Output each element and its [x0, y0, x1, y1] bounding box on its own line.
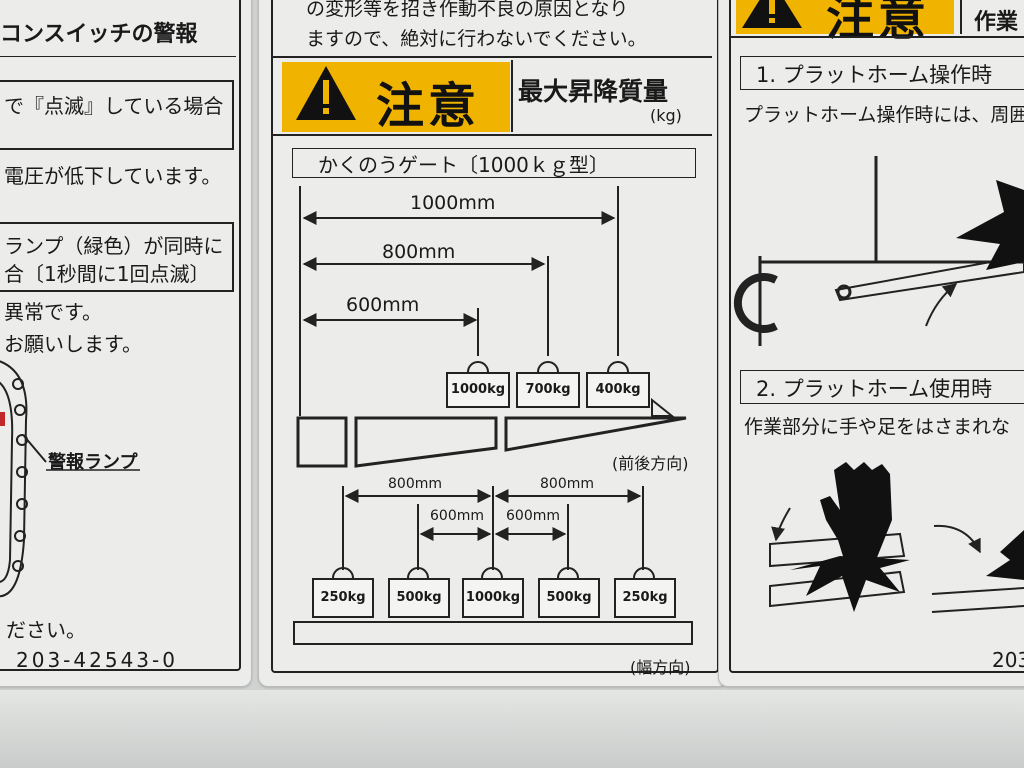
width-weight-500kg-right: 500kg: [538, 578, 600, 618]
center-header-divider: [511, 60, 513, 132]
right-warning-title: 注意: [826, 0, 931, 46]
right-label-border: [729, 0, 1024, 673]
background-surface: [0, 690, 1024, 768]
width-weight-250kg-left: 250kg: [312, 578, 374, 618]
right-header-text: 作業: [974, 10, 1019, 35]
lamp-red-dot: [0, 412, 5, 426]
width-diagram: [293, 486, 693, 645]
left-label-panel: [0, 0, 252, 687]
fore-aft-distance-600: 600mm: [346, 294, 420, 316]
gate-title: かくのうゲート〔1000ｋｇ型〕: [318, 153, 609, 177]
center-warning-title: 注意: [376, 78, 481, 134]
center-top-line-2: ますので、絶対に行わないでください。: [306, 28, 647, 50]
section2-text: 作業部分に手や足をはさまれな: [744, 416, 1011, 438]
width-distance-right-800: 800mm: [540, 476, 594, 492]
warning-lamp-label: 警報ランプ: [48, 452, 138, 473]
section1-title: 1. プラットホーム操作時: [756, 63, 993, 87]
left-line-5: 異常です。: [4, 300, 102, 324]
left-line-6: お願いします。: [4, 332, 142, 356]
section2-title-box: [740, 370, 1024, 404]
fore-aft-diagram: [296, 186, 687, 468]
fore-aft-direction-label: (前後方向): [612, 454, 689, 473]
center-warning-triangle-icon: [296, 66, 356, 120]
gate-title-box: [292, 148, 696, 178]
right-part-code: 203: [992, 648, 1024, 672]
left-line-3: ランプ（緑色）が同時に: [4, 234, 224, 258]
section2-title: 2. プラットホーム使用時: [756, 377, 993, 401]
width-distance-left-600: 600mm: [430, 508, 484, 524]
width-distance-left-800: 800mm: [388, 476, 442, 492]
impact-burst-icon: [956, 180, 1024, 270]
max-lift-mass-unit: (kg): [650, 106, 682, 125]
warning-lamp-illustration: [0, 360, 140, 598]
center-top-line-1: の変形等を招き作動不良の原因となり: [306, 0, 629, 20]
left-label-border: [0, 0, 241, 671]
fore-aft-weight-1000kg: 1000kg: [446, 372, 510, 408]
fore-aft-weight-700kg: 700kg: [516, 372, 580, 408]
pinch-burst-icon-right: [986, 530, 1024, 580]
width-weight-1000kg: 1000kg: [462, 578, 524, 618]
right-header-divider: [960, 0, 962, 34]
fore-aft-weight-400kg: 400kg: [586, 372, 650, 408]
left-heading: コンスイッチの警報: [0, 22, 198, 47]
left-heading-rule: [0, 56, 236, 57]
center-header-bottom-rule: [272, 134, 712, 136]
pinch-burst-icon: [790, 556, 910, 612]
width-direction-label: (幅方向): [630, 658, 691, 677]
max-lift-mass-label: 最大昇降質量: [518, 77, 669, 106]
hand-icon: [820, 462, 892, 566]
left-notice-box-1: [0, 80, 234, 150]
right-header-rule: [730, 36, 1024, 38]
fore-aft-distance-1000: 1000mm: [410, 192, 496, 214]
platform-operation-illustration: [733, 156, 1024, 346]
width-weight-250kg-right: 250kg: [614, 578, 676, 618]
left-line-2: 電圧が低下しています。: [4, 164, 222, 188]
left-line-4: 合〔1秒間に1回点滅〕: [4, 262, 210, 286]
section1-text: プラットホーム操作時には、周囲: [744, 104, 1024, 126]
width-weight-500kg-left: 500kg: [388, 578, 450, 618]
width-distance-right-600: 600mm: [506, 508, 560, 524]
left-part-code: 203-42543-0: [16, 648, 178, 672]
left-footer-text: ださい。: [6, 618, 86, 642]
left-notice-box-2: [0, 222, 234, 292]
right-warning-triangle-icon: [742, 0, 802, 28]
center-top-rule: [272, 56, 712, 58]
left-line-1: で『点滅』している場合: [4, 94, 224, 118]
section1-title-box: [740, 56, 1024, 90]
